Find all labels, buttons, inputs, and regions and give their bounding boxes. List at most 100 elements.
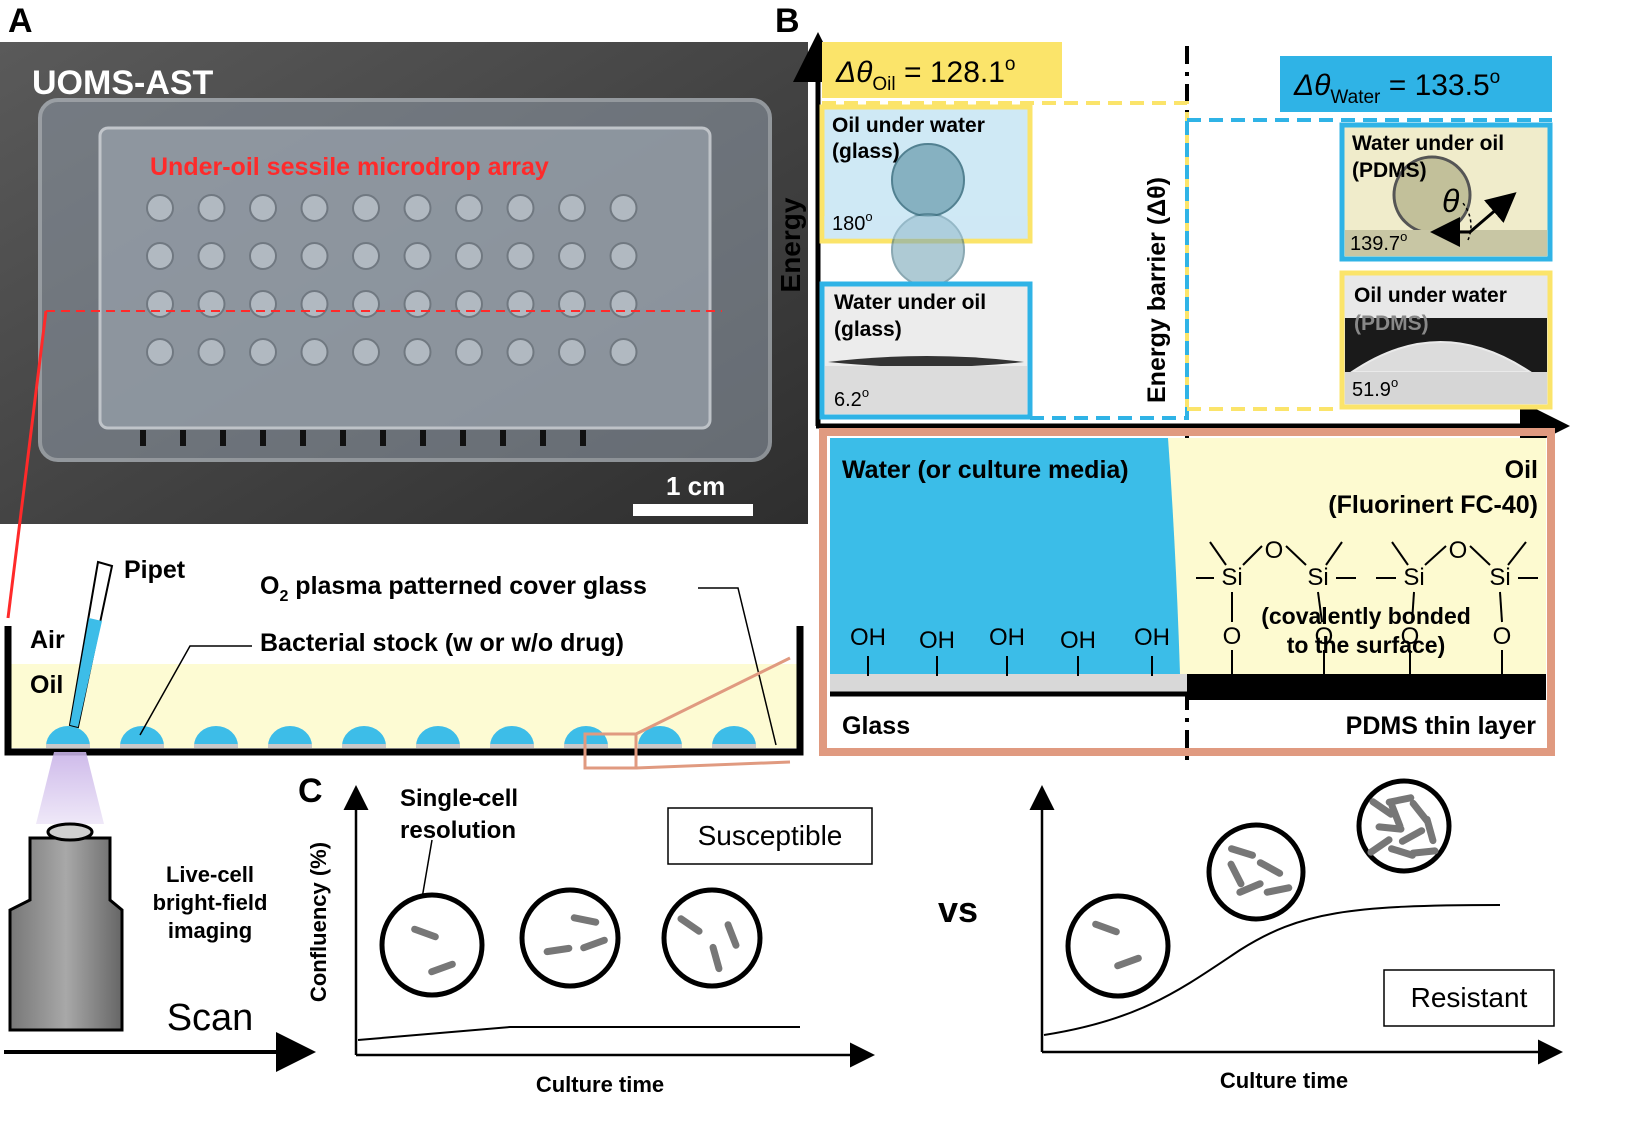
photo-microdrop (609, 242, 638, 270)
air-label: Air (30, 626, 65, 654)
svg-text:Si: Si (1221, 564, 1242, 591)
photo-microdrop (249, 194, 277, 222)
svg-text:Water under oil: Water under oil (834, 291, 986, 314)
schematic-drop (268, 726, 312, 746)
patterned-glass-spot (490, 744, 534, 748)
device-photo: UOMS-AST Under-oil sessile microdrop arr… (0, 42, 808, 524)
bacterium-rod (580, 936, 608, 952)
svg-text:Water under oil: Water under oil (1352, 132, 1504, 155)
svg-text:Oil: Oil (1505, 456, 1538, 484)
photo-marker (300, 430, 306, 446)
hydroxyl-label: OH (1134, 624, 1170, 651)
bacterium-rod (709, 943, 723, 973)
photo-microdrop (558, 338, 586, 366)
photo-microdrop (506, 242, 535, 270)
photo-microdrop (506, 290, 535, 318)
scale-bar-label: 1 cm (666, 471, 725, 501)
schematic-drop (46, 726, 90, 746)
bacterium-rod (677, 915, 703, 935)
single-cell-view (379, 892, 485, 998)
bacterium-rod (1398, 827, 1426, 845)
svg-text:Glass: Glass (842, 712, 910, 740)
panel-a-letter: A (8, 2, 33, 40)
resistant-label: Resistant (1411, 982, 1528, 1013)
pipet-label: Pipet (124, 556, 186, 584)
single-cell-view (661, 887, 763, 989)
svg-text:139.7o: 139.7o (1350, 229, 1407, 255)
susceptible-ylabel: Confluency (%) (306, 842, 331, 1002)
pipet-icon (68, 560, 114, 729)
svg-text:O: O (1449, 537, 1468, 564)
inset-oil-under-water-pdms: Oil under water (PDMS) 51.9o (1339, 270, 1553, 410)
susceptible-growth-curve (357, 1026, 800, 1041)
hydroxyl-label: OH (919, 627, 955, 654)
photo-microdrop (146, 338, 174, 366)
photo-microdrop (197, 338, 226, 366)
microscope-objective-icon (8, 752, 124, 1032)
photo-microdrop (146, 242, 174, 270)
cover-glass-label: O2 plasma patterned cover glass (260, 572, 647, 605)
svg-text:to the surface): to the surface) (1287, 632, 1445, 658)
photo-microdrop (403, 290, 432, 318)
bacterium-rod (1423, 815, 1437, 845)
svg-text:Water (or culture media): Water (or culture media) (842, 456, 1129, 484)
resistant-xlabel: Culture time (1220, 1068, 1348, 1093)
photo-microdrop (249, 290, 277, 318)
susceptible-box (667, 807, 873, 865)
bacterium-rod (1385, 794, 1415, 806)
svg-text:(glass): (glass) (834, 318, 902, 341)
bacterium-rod (1236, 880, 1264, 896)
photo-microdrop (146, 290, 174, 318)
photo-microdrop (352, 194, 380, 222)
photo-microdrop (249, 242, 277, 270)
photo-microdrop (197, 242, 226, 270)
svg-text:6.2o: 6.2o (834, 385, 869, 411)
bacterium-rod (411, 925, 439, 941)
photo-microdrop (403, 194, 432, 222)
schematic-drop (490, 726, 534, 746)
scan-label: Scan (167, 997, 254, 1039)
bacterial-stock-label: Bacterial stock (w or w/o drug) (260, 629, 624, 657)
bacterium-rod (1114, 954, 1142, 970)
patterned-glass-spot (268, 744, 312, 748)
svg-text:O: O (1315, 623, 1334, 650)
photo-marker (540, 430, 546, 446)
panel-c: C Confluency (%) Culture time Susceptibl… (298, 772, 1563, 1097)
bacterium-rod (724, 921, 740, 949)
photo-microdrop (403, 338, 432, 366)
photo-microdrop (455, 290, 483, 318)
schematic-drop (194, 726, 238, 746)
photo-marker (580, 430, 586, 446)
panel-b: B Energy Energy barrier (Δθ) ΔθOil = 128… (775, 2, 1570, 768)
single-cell-view (1206, 822, 1306, 922)
photo-microdrop (352, 242, 380, 270)
schematic-drop (416, 726, 460, 746)
inset-water-under-oil-glass: Water under oil (glass) 6.2o (819, 281, 1033, 420)
dish-schematic: Pipet O2 plasma patterned cover glass Ai… (4, 556, 804, 770)
imaging-label-3: imaging (168, 918, 252, 943)
resistant-box (1383, 969, 1555, 1027)
bacterium-rod (1256, 859, 1284, 877)
photo-microdrop (249, 338, 277, 366)
bacterium-rod (1227, 845, 1257, 859)
svg-text:cell: cell (478, 785, 518, 812)
schematic-drop (712, 726, 756, 746)
svg-text:51.9o: 51.9o (1352, 375, 1398, 401)
svg-text:resolution: resolution (400, 817, 516, 844)
delta-water-box (1280, 56, 1552, 112)
photo-microdrop (352, 290, 380, 318)
bacterium-rod (570, 914, 600, 926)
schematic-drop (120, 726, 164, 746)
photo-marker (220, 430, 226, 446)
resistant-chart: Culture time Resistant (1029, 785, 1563, 1093)
bacterium-rod (1227, 860, 1245, 888)
photo-marker (260, 430, 266, 446)
photo-microdrop (558, 290, 586, 318)
panel-c-letter: C (298, 772, 323, 810)
delta-water-text: ΔθWater = 133.5o (1293, 67, 1500, 108)
patterned-glass-spot (342, 744, 386, 748)
photo-microdrop (300, 242, 329, 270)
bacterium-rod (543, 944, 573, 956)
photo-marker (420, 430, 426, 446)
